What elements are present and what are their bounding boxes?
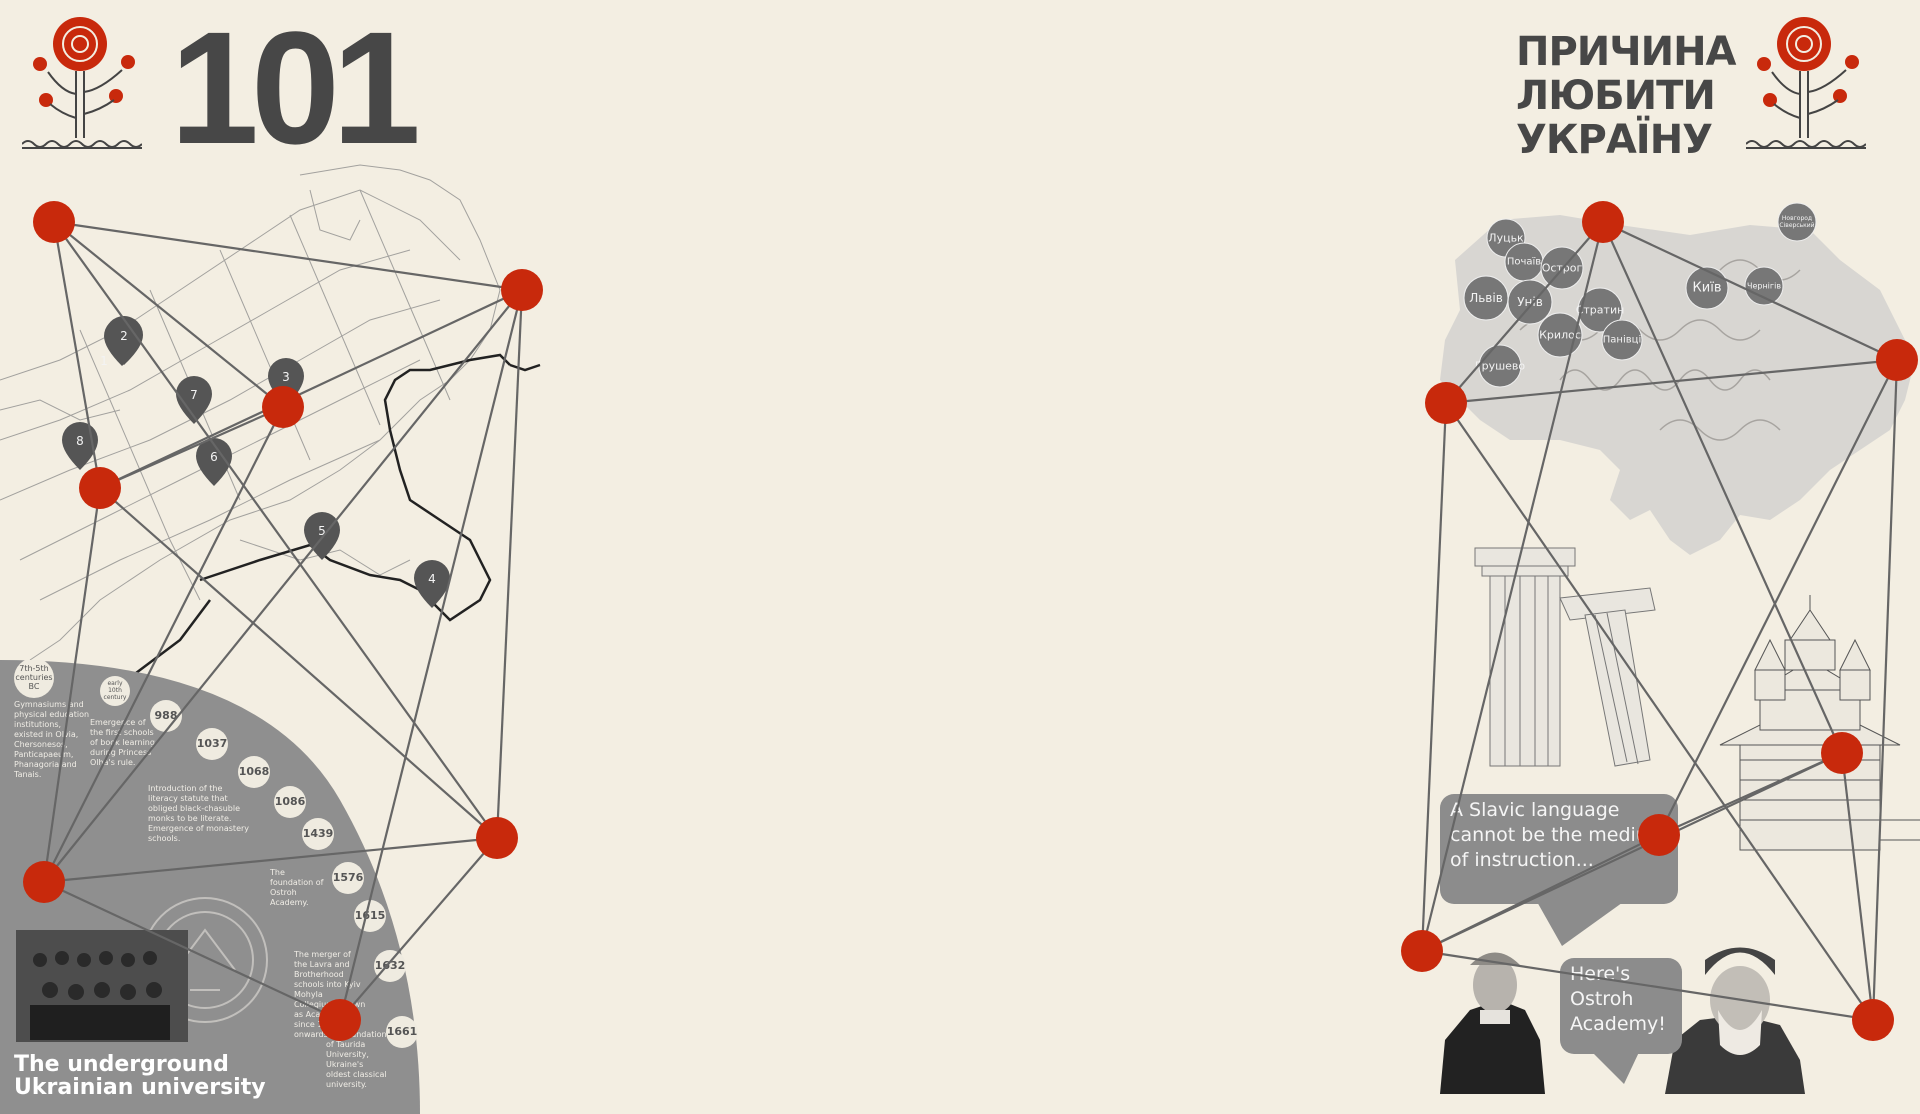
network-node xyxy=(23,861,65,903)
network-node xyxy=(262,386,304,428)
timeline-text-taurida: The foundation of Taurida University, Uk… xyxy=(326,1030,387,1089)
timeline-year-1615: 1615 xyxy=(354,900,386,932)
timeline-year-1068: 1068 xyxy=(238,756,270,788)
tagline-line-2: ЛЮБИТИ xyxy=(1516,73,1716,119)
network-node xyxy=(1821,732,1863,774)
city-label-lviv: Львів xyxy=(1469,291,1503,305)
map-pin-label-1: 1 xyxy=(100,354,108,368)
timeline-text-ostroh: The foundation of Ostroh Academy. xyxy=(270,868,324,907)
tagline-line-3: УКРАЇНУ xyxy=(1516,117,1713,163)
timeline-year-1439: 1439 xyxy=(302,818,334,850)
city-label-stratyn: Стратин xyxy=(1575,303,1625,317)
city-label-panivtsi: Панівці xyxy=(1602,334,1642,346)
tagline-title: ПРИЧИНА ЛЮБИТИ УКРАЇНУ xyxy=(1516,29,1737,163)
network-node xyxy=(1638,814,1680,856)
city-label-kyiv: Київ xyxy=(1692,280,1722,296)
map-pin-label-8: 8 xyxy=(76,434,84,448)
city-label-novhorod: Новгород Сіверський xyxy=(1779,215,1815,229)
map-pin-label-3: 3 xyxy=(282,370,290,384)
timeline-year-1086: 1086 xyxy=(274,786,306,818)
network-node xyxy=(1582,201,1624,243)
timeline-text-olha: Emergence of the first schools of book l… xyxy=(90,718,155,767)
network-node xyxy=(1876,339,1918,381)
network-node xyxy=(1425,382,1467,424)
portrait-left xyxy=(1440,952,1545,1094)
tagline-line-1: ПРИЧИНА xyxy=(1516,29,1737,75)
timeline-disc xyxy=(0,660,420,1114)
portrait-right xyxy=(1665,947,1805,1094)
network-node xyxy=(1852,999,1894,1041)
map-pin-label-7: 7 xyxy=(190,388,198,402)
network-node xyxy=(476,817,518,859)
timeline-text-gymnasiums: Gymnasiums and physical education instit… xyxy=(14,700,90,779)
network-node xyxy=(79,467,121,509)
timeline-year-1632: 1632 xyxy=(374,950,406,982)
city-label-hrushevo: Грушево xyxy=(1474,359,1526,373)
map-pin-label-4: 4 xyxy=(428,572,436,586)
page-number-101: 101 xyxy=(170,0,421,177)
timeline-year-1037: 1037 xyxy=(196,728,228,760)
columns-illustration xyxy=(1474,547,1656,767)
timeline-text-literacy: Introduction of the literacy statute tha… xyxy=(148,784,250,843)
timeline-year-1576: 1576 xyxy=(332,862,364,894)
group-photo xyxy=(30,951,170,1040)
city-label-chernihiv: Чернігів xyxy=(1746,281,1782,291)
city-label-pochaiv: Почаїв xyxy=(1506,256,1542,268)
map-pin-label-5: 5 xyxy=(318,524,326,538)
network-node xyxy=(1401,930,1443,972)
map-pin-label-6: 6 xyxy=(210,450,218,464)
map-pin-label-2: 2 xyxy=(120,329,128,343)
speech-bubble-tail-slavic xyxy=(1536,900,1626,946)
network-node xyxy=(33,201,75,243)
city-label-krylos: Крилос xyxy=(1539,328,1581,342)
underground-university-caption: The underground Ukrainian university xyxy=(14,1052,266,1100)
folk-tree-icon xyxy=(1746,17,1866,149)
timeline-year-1661: 1661 xyxy=(386,1016,418,1048)
folk-tree-icon xyxy=(22,17,142,149)
city-label-lutsk: Луцьк xyxy=(1488,231,1524,245)
speech-bubble-ostroh: Here's Ostroh Academy! xyxy=(1560,958,1682,1054)
network-node xyxy=(501,269,543,311)
network-node xyxy=(319,999,361,1041)
speech-bubble-tail-ostroh xyxy=(1590,1050,1640,1084)
